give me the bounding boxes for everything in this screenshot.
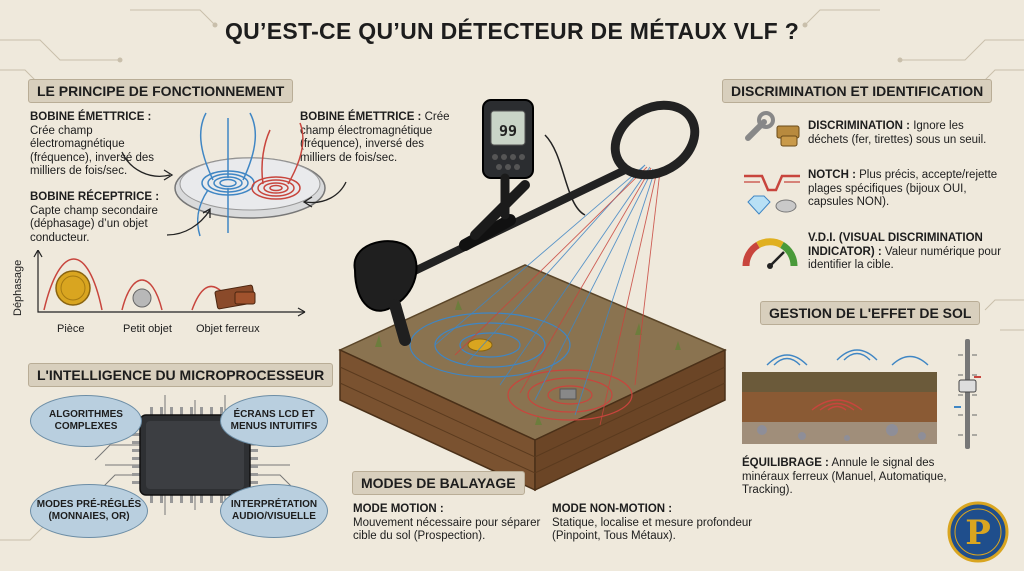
principle-header: LE PRINCIPE DE FONCTIONNEMENT [28,79,294,103]
phase-axis-label: Déphasage [12,259,24,316]
microprocessor-header: L'INTELLIGENCE DU MICROPROCESSEUR [28,363,334,387]
balance-block: ÉQUILIBRAGE : Annule le signal des minér… [742,457,972,498]
notch-block: NOTCH : Plus précis, accepte/rejette pla… [808,169,998,210]
vdi-title: V.D.I. (VISUAL DISCRIMINATION INDICATOR)… [808,232,983,258]
arm-cuff [353,240,418,312]
receiver-block: BOBINE RÉCEPTRICE : Capte champ secondai… [30,191,178,245]
cap-icon [775,199,797,213]
page-title: QU’EST-CE QU’UN DÉTECTEUR DE MÉTAUX VLF … [224,18,800,44]
discrimination-header: DISCRIMINATION ET IDENTIFICATION [722,79,993,103]
vdi-block: V.D.I. (VISUAL DISCRIMINATION INDICATOR)… [808,232,1003,273]
discrimination-text: Ignore les déchets (fer, tirettes) sous … [808,120,987,146]
detector-illustration: 99 [338,99,727,492]
mode-motion-title: MODE MOTION : [353,503,444,515]
emitter-right-title: BOBINE ÉMETTRICE : [300,111,422,123]
emitter-right-block: BOBINE ÉMETTRICE : Crée champ électromag… [300,111,460,165]
buried-object-icon [559,388,577,400]
receiver-title: BOBINE RÉCEPTRICE : [30,191,160,203]
emitter-right-text: Crée champ électromagnétique (fréquence)… [300,111,450,164]
notch-icon [744,174,800,215]
micro-item-lcd: ÉCRANS LCD ET MENUS INTUITIFS [220,395,328,447]
ground-layers-illustration [742,349,937,444]
svg-text:P: P [965,513,991,553]
ground-header: GESTION DE L'EFFET DE SOL [760,301,981,325]
mode-nonmotion-title: MODE NON-MOTION : [552,503,673,515]
receiver-text: Capte champ secondaire (déphasage) d’un … [30,204,158,244]
mode-nonmotion-text: Statique, localise et mesure profondeur … [552,516,753,543]
modes-header: MODES DE BALAYAGE [352,471,525,495]
object-label-small: Petit objet [123,323,172,335]
phase-graph [33,250,306,317]
gauge-icon [742,238,798,269]
notch-title: NOTCH : [808,169,856,181]
coil-diagram [174,112,326,237]
ground-block [338,264,727,492]
object-label-ferrous: Objet ferreux [196,323,260,335]
debris-icon [776,125,800,147]
diamond-icon [747,195,771,215]
balance-title: ÉQUILIBRAGE : [742,457,829,469]
buried-coin-icon [467,338,493,352]
mode-nonmotion-block: MODE NON-MOTION : Statique, localise et … [552,503,757,544]
arrow-icon [302,181,347,208]
wrench-icon [745,111,775,141]
lcd-screen [490,110,526,146]
balance-text: Annule le signal des minéraux ferreux (M… [742,457,947,496]
discrimination-title: DISCRIMINATION : [808,120,911,132]
arrow-icon [121,151,174,181]
notch-text: Plus précis, accepte/rejette plages spéc… [808,169,998,208]
vdi-text: Valeur numérique pour identifier la cibl… [808,245,1002,272]
object-label-coin: Pièce [57,323,85,335]
small-object-icon [132,288,152,308]
brand-logo: P [947,501,1009,563]
micro-item-presets: MODES PRÉ-RÉGLÉS (MONNAIES, OR) [30,484,148,538]
search-coil [610,100,700,180]
mode-motion-text: Mouvement nécessaire pour séparer cible … [353,516,541,543]
micro-item-algorithms: ALGORITHMES COMPLEXES [30,395,142,447]
micro-item-audio: INTERPRÉTATION AUDIO/VISUELLE [220,484,328,538]
emitter-left-title: BOBINE ÉMETTRICE : [30,111,152,123]
balance-slider-icon [954,339,981,449]
lcd-value: 99 [499,122,517,140]
mode-motion-block: MODE MOTION : Mouvement nécessaire pour … [353,503,548,544]
discrimination-block: DISCRIMINATION : Ignore les déchets (fer… [808,120,998,147]
ferrous-object-icon [214,284,256,310]
arrow-icon [166,207,211,236]
